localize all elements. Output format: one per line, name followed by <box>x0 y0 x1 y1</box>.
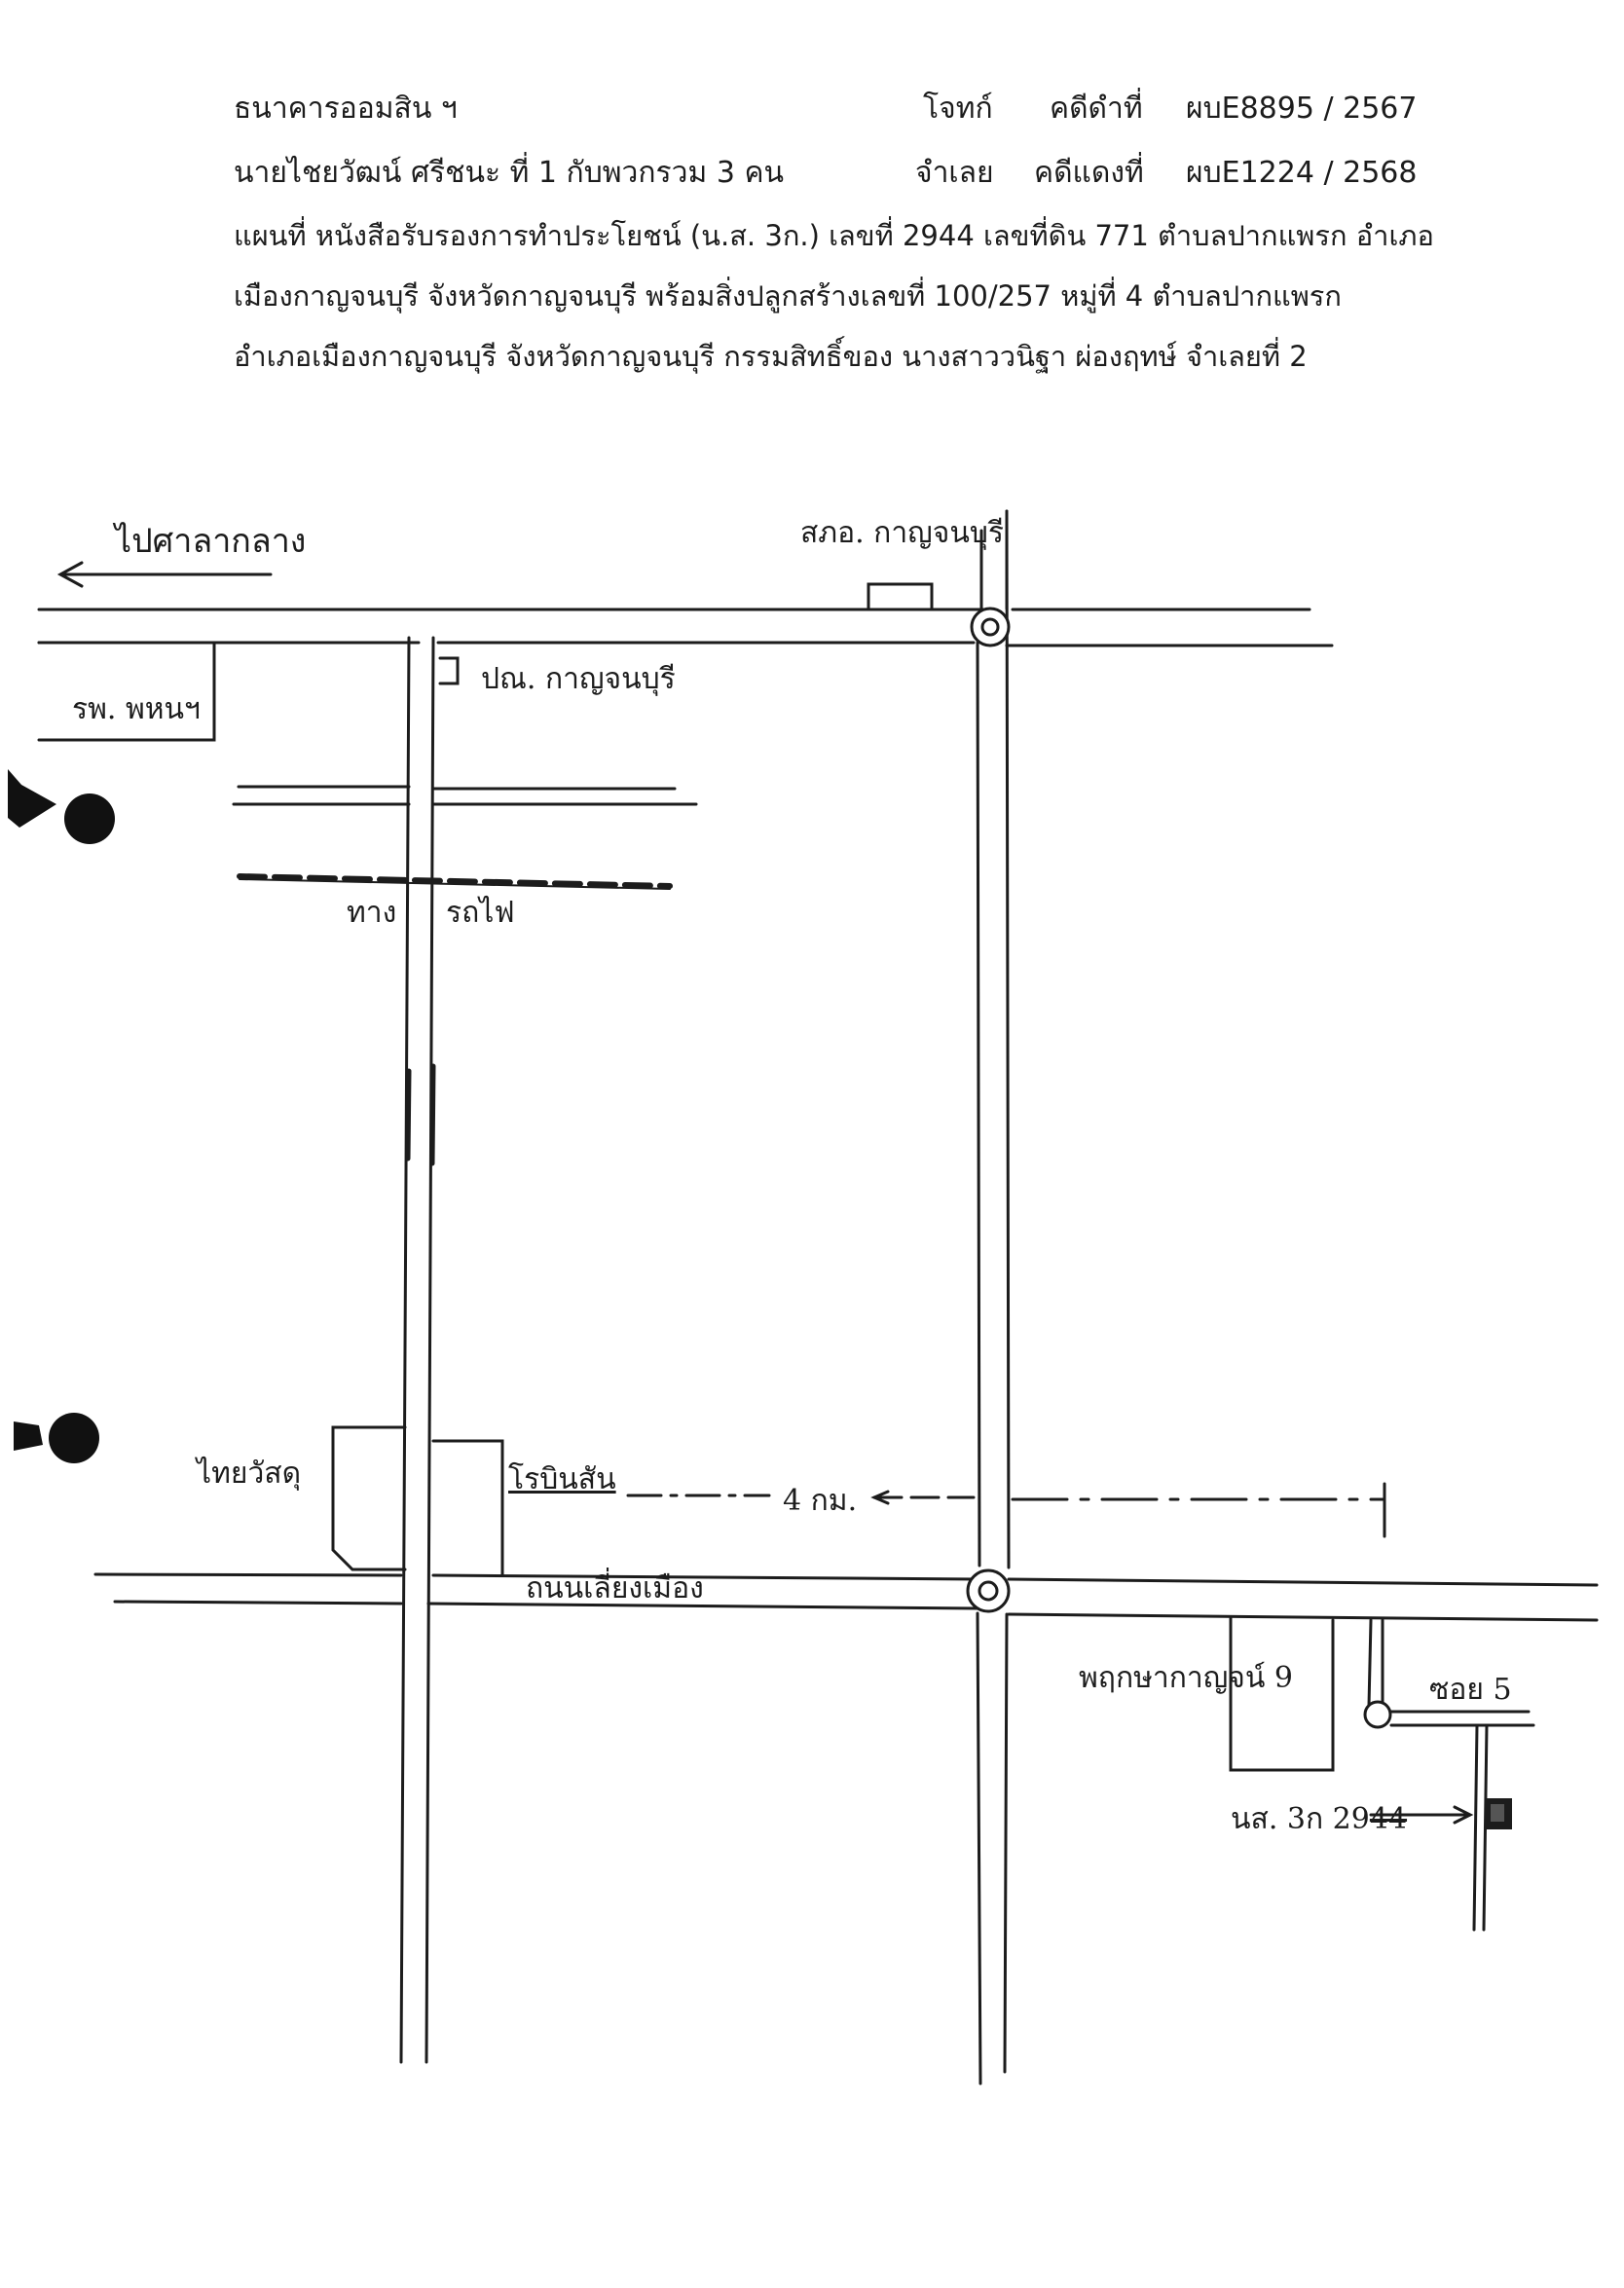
village-block <box>1229 1616 1335 1772</box>
parcel-label: นส. 3ก 2944 <box>1231 1796 1407 1842</box>
left-road-west-edge <box>399 636 411 2064</box>
bypass-road-lower-west <box>113 1600 403 1605</box>
village-label: พฤกษากาญจน์ 9 <box>1079 1661 1294 1695</box>
post-office-marker <box>438 656 460 685</box>
bypass-road-upper-mid <box>431 1573 979 1581</box>
thai-watsadu-building <box>331 1425 407 1571</box>
defendant-name: นายไชยวัฒน์ ศรีชนะ ที่ 1 กับพวกรวม 3 คน <box>234 156 785 190</box>
robinson-building <box>431 1439 504 1577</box>
red-case-number: ผบE1224 / 2568 <box>1186 156 1418 190</box>
post-office-label: ปณ. กาญจนบุรี <box>481 662 676 696</box>
red-case-label: คดีแดงที่ <box>1034 156 1144 190</box>
bypass-road-upper-east <box>1007 1577 1599 1587</box>
parcel-arrowhead <box>1453 1805 1474 1825</box>
punch-hole-top <box>64 793 115 844</box>
description-line-3: อำเภอเมืองกาญจนบุรี จังหวัดกาญจนบุรี กรร… <box>234 340 1308 373</box>
railway-line-base <box>239 878 671 890</box>
left-road-mark-2 <box>429 1063 436 1166</box>
bypass-road-label: ถนนเลี่ยงเมือง <box>526 1571 704 1605</box>
defendant-role: จำเลย <box>915 156 994 190</box>
mid-road-west-edge-south <box>976 1611 982 2085</box>
roundabout-bypass-center <box>978 1580 999 1602</box>
black-case-number: ผบE8895 / 2567 <box>1186 92 1418 126</box>
bypass-road-lower-east <box>1007 1612 1599 1622</box>
railway-label-1: ทาง <box>347 896 397 930</box>
soi-access-west <box>1367 1618 1373 1708</box>
description-line-2: เมืองกาญจนบุรี จังหวัดกาญจนบุรี พร้อมสิ่… <box>234 279 1342 313</box>
parcel-label-prefix: นส. 3ก 29 <box>1231 1802 1370 1836</box>
punch-hole-bottom <box>49 1413 99 1463</box>
robinson-label: โรบินสัน <box>508 1462 616 1496</box>
distance-label: 4 กม. <box>783 1484 858 1518</box>
parcel-label-suffix: 44 <box>1369 1802 1408 1836</box>
mid-road-east-edge <box>1005 509 1011 1569</box>
left-road-mark <box>405 1068 412 1162</box>
distance-arrowhead <box>870 1490 890 1505</box>
description-line-1: แผนที่ หนังสือรับรองการทำประโยชน์ (น.ส. … <box>234 219 1434 252</box>
scan-tear-mark <box>8 769 56 828</box>
to-court-arrowhead <box>56 561 84 588</box>
to-court-label: ไปศาลากลาง <box>115 522 307 561</box>
thai-watsadu-label: ไทยวัสดุ <box>197 1457 302 1491</box>
land-office-label: สภอ. กาญจนบุรี <box>800 516 1004 550</box>
bypass-road-lower-mid <box>426 1602 979 1610</box>
scan-edge-mark <box>14 1421 43 1451</box>
plaintiff-name: ธนาคารออมสิน ฯ <box>234 92 458 126</box>
soi-5-south-west <box>1472 1723 1479 1932</box>
mid-road-west-edge <box>976 641 981 1568</box>
hospital-building <box>37 641 216 742</box>
roundabout-soi-5 <box>1363 1700 1392 1729</box>
left-road-east-edge <box>424 636 435 2064</box>
railway-line <box>237 873 673 889</box>
plaintiff-role: โจทก์ <box>923 92 993 126</box>
railway-label-2: รถไฟ <box>446 896 515 930</box>
mid-road-east-edge-south <box>1003 1612 1009 2074</box>
soi-label: ซอย 5 <box>1429 1673 1512 1707</box>
hospital-label: รพ. พหนฯ <box>72 692 201 726</box>
bypass-road-upper-west <box>93 1572 403 1577</box>
black-case-label: คดีดำที่ <box>1050 92 1143 126</box>
land-office-building <box>867 582 934 611</box>
parcel-marker-inner <box>1491 1804 1504 1822</box>
roundabout-top-center <box>980 617 1000 637</box>
